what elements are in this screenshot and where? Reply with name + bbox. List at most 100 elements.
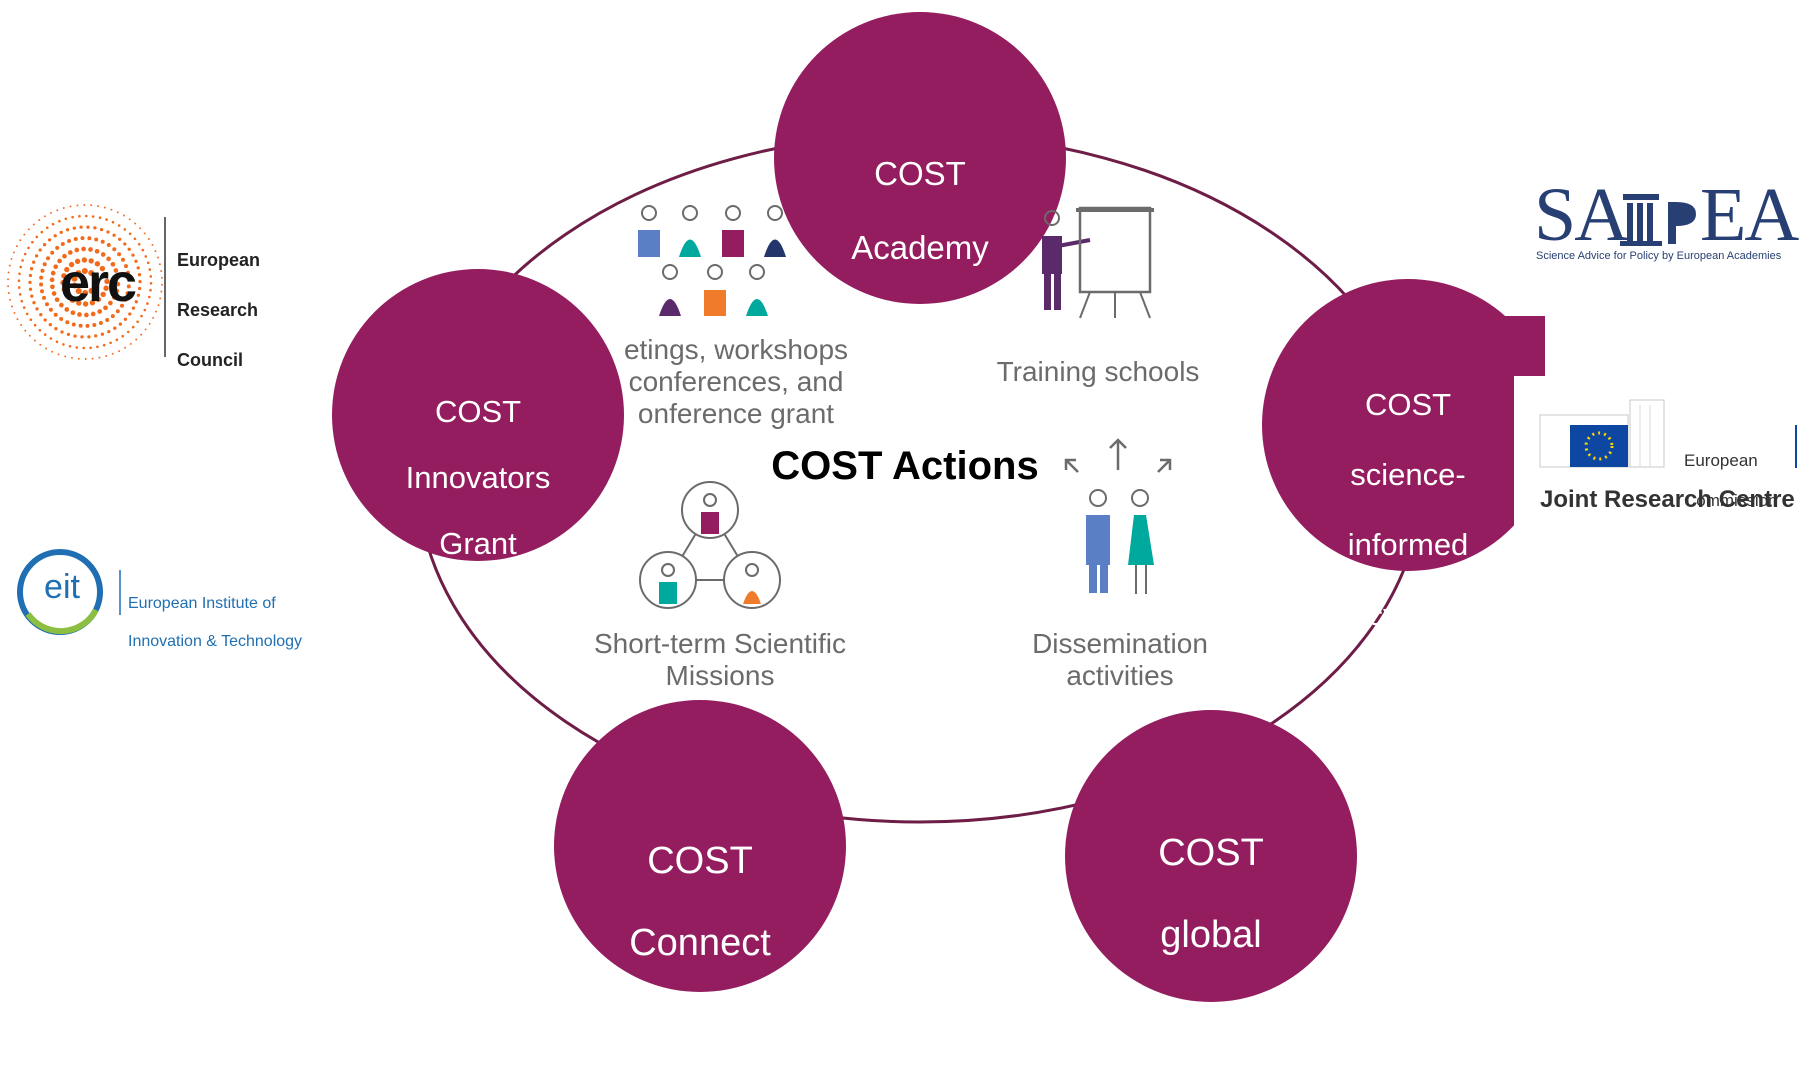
erc-dot xyxy=(157,304,160,307)
erc-dot xyxy=(118,350,121,353)
erc-dot xyxy=(161,283,163,286)
erc-dot xyxy=(120,303,124,308)
meetings-people-icon xyxy=(638,205,786,316)
sapea-mark-right: EA xyxy=(1700,173,1799,257)
erc-dot xyxy=(110,208,113,211)
erc-dot xyxy=(117,252,122,257)
erc-dot xyxy=(38,248,42,252)
connect-line-2: Connect xyxy=(629,922,771,964)
erc-dot xyxy=(96,345,99,349)
erc-dot xyxy=(124,264,128,269)
erc-dot xyxy=(92,323,97,327)
erc-dot xyxy=(50,284,55,290)
erc-dot xyxy=(129,342,132,345)
erc-dot xyxy=(92,282,99,289)
erc-dot xyxy=(115,274,120,280)
erc-dot xyxy=(117,224,121,227)
erc-dot xyxy=(39,275,44,280)
erc-dot xyxy=(122,214,125,217)
erc-dot xyxy=(19,239,22,242)
erc-dot xyxy=(51,291,57,296)
erc-dot xyxy=(118,322,123,326)
erc-dot xyxy=(100,291,106,298)
erc-dot xyxy=(78,214,81,218)
global-line-2: global xyxy=(1160,914,1262,956)
policy-bubble-text: COST science- informed policy advice xyxy=(1300,352,1516,667)
erc-dot xyxy=(50,250,55,255)
erc-dot xyxy=(123,242,127,246)
erc-dot xyxy=(109,341,112,345)
global-line-3: networking xyxy=(1119,996,1303,1038)
erc-dot xyxy=(40,268,45,273)
erc-dot xyxy=(15,245,18,248)
erc-dot xyxy=(115,281,121,287)
erc-dot xyxy=(131,325,135,329)
erc-dot xyxy=(27,228,30,231)
erc-dot xyxy=(121,257,125,262)
sapea-pillar-icon xyxy=(1620,194,1696,246)
erc-dot xyxy=(81,246,86,252)
erc-dot xyxy=(67,239,72,243)
erc-dot xyxy=(155,310,158,313)
erc-dot xyxy=(74,258,81,264)
erc-dot xyxy=(71,322,76,327)
erc-dot xyxy=(146,302,149,305)
erc-dot xyxy=(42,295,46,300)
dissemination-people-icon xyxy=(1086,489,1154,594)
global-line-1: COST xyxy=(1158,832,1264,874)
erc-dot xyxy=(107,329,111,334)
erc-dot xyxy=(64,217,68,221)
erc-dot xyxy=(59,230,63,235)
training-label: Training schools xyxy=(996,356,1200,387)
erc-dot xyxy=(38,219,41,222)
erc-dot xyxy=(112,247,117,252)
erc-dot xyxy=(126,330,130,334)
erc-dot xyxy=(73,237,78,241)
erc-dot xyxy=(131,253,135,257)
erc-dot xyxy=(7,278,9,281)
erc-dot xyxy=(91,357,94,360)
erc-dot xyxy=(75,346,79,349)
erc-dot xyxy=(43,333,47,336)
erc-dot xyxy=(144,328,147,331)
erc-dot xyxy=(7,292,10,294)
erc-dot xyxy=(7,285,10,288)
erc-dot xyxy=(135,338,138,341)
erc-dot xyxy=(89,300,96,306)
erc-dot xyxy=(25,312,29,316)
erc-dot xyxy=(43,318,47,322)
erc-dot xyxy=(28,273,33,278)
erc-dot xyxy=(146,261,150,265)
erc-dot xyxy=(97,205,99,208)
erc-dot xyxy=(62,343,65,346)
erc-dot xyxy=(111,294,117,300)
erc-dot xyxy=(75,287,82,295)
policy-line-2: science- xyxy=(1350,457,1466,492)
erc-dot xyxy=(85,214,88,218)
erc-dot xyxy=(126,270,130,275)
erc-dot xyxy=(141,248,145,252)
erc-dot xyxy=(72,226,76,230)
erc-dot xyxy=(133,237,137,241)
erc-dot xyxy=(88,287,95,294)
erc-dot xyxy=(20,299,24,303)
erc-dot xyxy=(77,312,82,317)
erc-dot xyxy=(71,356,73,359)
erc-dot xyxy=(82,289,89,297)
erc-dot xyxy=(98,356,101,359)
erc-line-3: Council xyxy=(177,350,243,370)
erc-dot xyxy=(55,245,60,250)
erc-dot xyxy=(33,339,36,342)
erc-dot xyxy=(97,309,103,314)
erc-dot xyxy=(64,355,67,358)
erc-dot xyxy=(140,333,143,336)
policy-bubble-nub xyxy=(1505,316,1545,376)
erc-dot xyxy=(127,247,131,251)
erc-dot xyxy=(137,243,141,246)
erc-dot xyxy=(103,305,108,311)
erc-dot xyxy=(66,332,71,337)
erc-dot xyxy=(57,353,60,356)
erc-dot xyxy=(110,261,116,267)
academy-bubble xyxy=(774,12,1066,304)
erc-dot xyxy=(35,307,39,311)
